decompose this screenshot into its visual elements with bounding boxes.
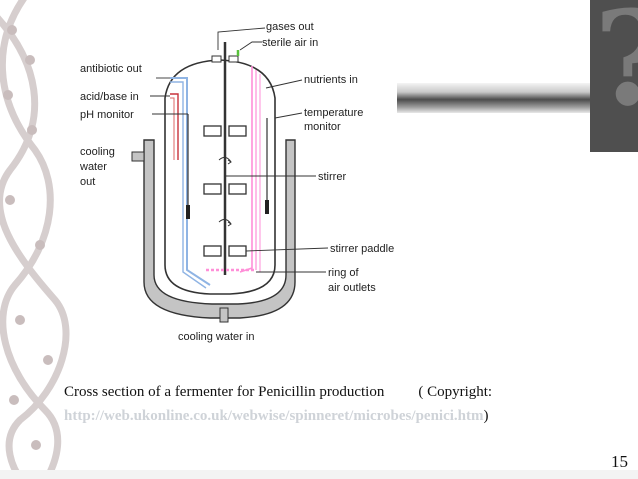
cooling-water-out-pipe: [131, 151, 145, 162]
page-number: 15: [611, 452, 628, 471]
air-inlet-fitting: [228, 55, 239, 63]
label-sterile-air-in: sterile air in: [262, 37, 318, 49]
label-out: out: [80, 176, 95, 188]
caption-close-paren: ): [483, 408, 489, 424]
leader-lines: [150, 27, 329, 273]
label-stirrer: stirrer: [318, 171, 346, 183]
source-link[interactable]: http://web.ukonline.co.uk/webwise/spinne…: [64, 408, 484, 424]
question-mark-panel: ?: [590, 0, 638, 152]
temperature-probe: [265, 200, 269, 214]
caption: Cross section of a fermenter for Penicil…: [64, 380, 584, 428]
label-cooling-water-in: cooling water in: [178, 331, 254, 343]
label-stirrer-paddle: stirrer paddle: [330, 243, 394, 255]
footer-bar: [0, 470, 638, 479]
ph-probe: [186, 205, 190, 219]
antibiotic-out-pipe: [170, 77, 211, 286]
gas-outlet-fitting: [211, 55, 222, 63]
label-monitor: monitor: [304, 121, 341, 133]
rotation-arrows: [218, 156, 232, 227]
label-cooling: cooling: [80, 146, 115, 158]
fermenter-diagram: gases out sterile air in antibiotic out …: [79, 21, 394, 343]
label-water: water: [79, 161, 107, 173]
label-temperature: temperature: [304, 107, 363, 119]
decorative-banner-bar: [397, 83, 595, 113]
label-ph-monitor: pH monitor: [80, 109, 134, 121]
vessel-wall: [164, 59, 276, 295]
label-gases-out: gases out: [266, 21, 314, 33]
label-acid-base-in: acid/base in: [80, 91, 139, 103]
label-air-outlets: air outlets: [328, 282, 376, 294]
caption-copyright: ( Copyright:: [418, 384, 493, 400]
dna-helix-decoration: [0, 0, 70, 479]
caption-text: Cross section of a fermenter for Penicil…: [64, 384, 385, 400]
acid-base-pipe: [170, 93, 179, 160]
label-antibiotic-out: antibiotic out: [80, 63, 142, 75]
cooling-jacket: [143, 139, 296, 319]
label-nutrients-in: nutrients in: [304, 74, 358, 86]
label-ring-of: ring of: [328, 267, 360, 279]
cooling-water-in-pipe: [219, 307, 229, 323]
question-mark-icon: ?: [594, 0, 638, 124]
